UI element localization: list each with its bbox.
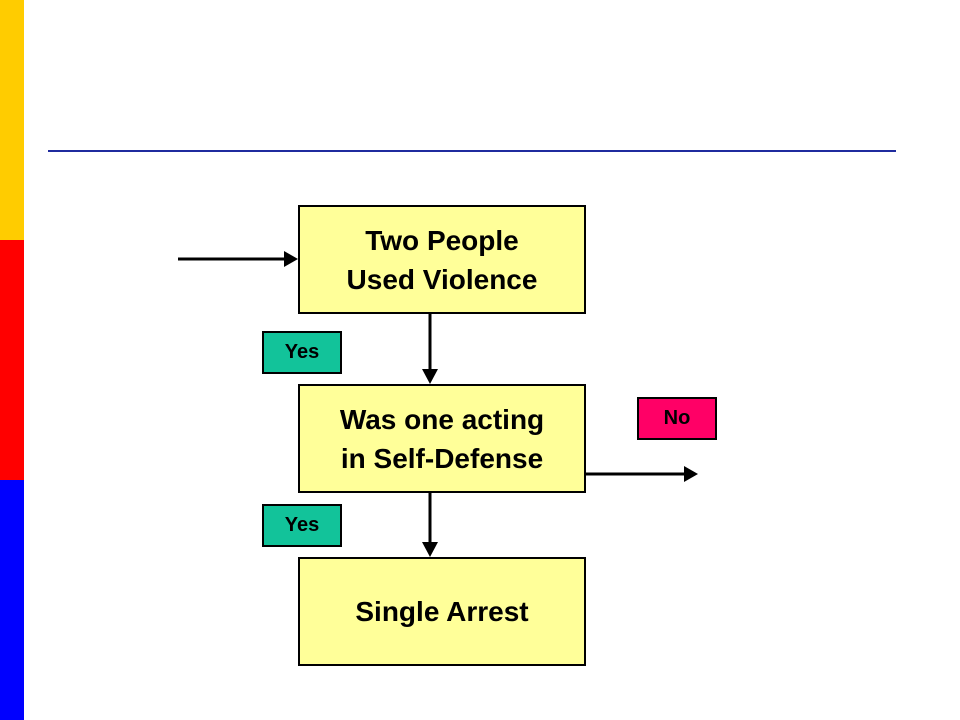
arrow-violence-to-selfdefense (422, 314, 438, 384)
title-divider (48, 150, 896, 152)
accent-band-yellow (0, 0, 24, 240)
node-label-line-2: in Self-Defense (340, 442, 544, 474)
arrow-entry (178, 251, 298, 267)
arrow-selfdefense-to-arrest (422, 493, 438, 557)
accent-band-red (0, 240, 24, 480)
node-label-line-1: Was one acting (339, 403, 545, 435)
yes-label-2: Yes (262, 504, 342, 547)
node-label: Single Arrest (355, 596, 529, 627)
no-label: No (637, 397, 717, 440)
yes-label-1: Yes (262, 331, 342, 374)
node-single-arrest: Single Arrest (298, 557, 586, 666)
node-two-people-used-violence: Two People Used Violence (298, 205, 586, 314)
node-self-defense-question: Was one acting in Self-Defense (298, 384, 586, 493)
accent-band-blue (0, 480, 24, 720)
node-label-line-2: Used Violence (346, 263, 538, 295)
node-label-line-1: Two People (365, 224, 519, 256)
arrow-no-exit (586, 466, 698, 482)
